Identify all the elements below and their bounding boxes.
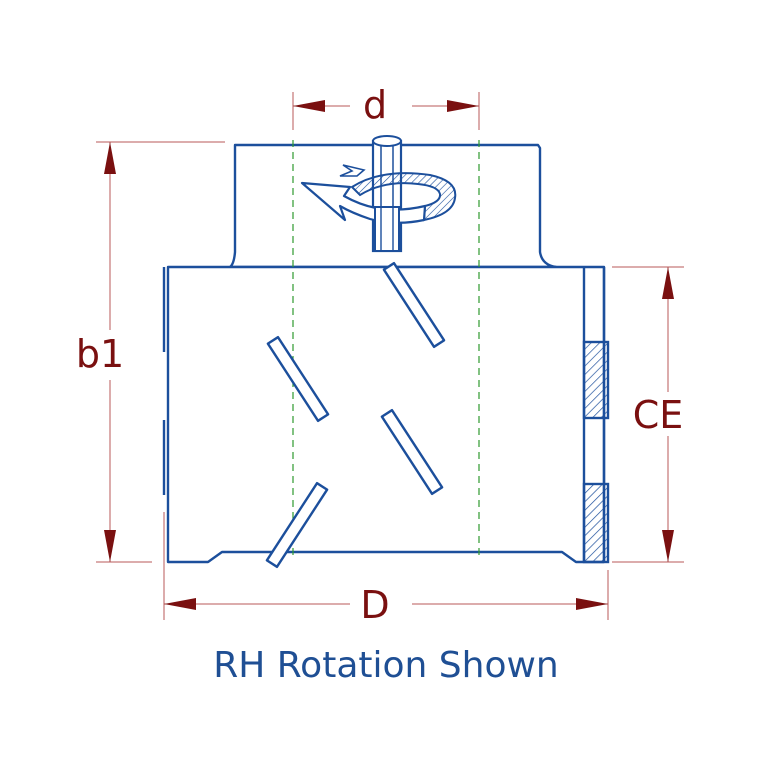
side-insert-upper (582, 340, 610, 420)
caption: RH Rotation Shown (213, 645, 558, 686)
dim-label-b1: b1 (76, 332, 124, 376)
blades (265, 261, 446, 569)
blade (265, 481, 329, 569)
dimension-arrowheads (104, 100, 674, 610)
right-edge-detail (582, 267, 610, 564)
dim-label-d: d (363, 83, 387, 127)
blade (382, 261, 446, 349)
side-insert-lower (582, 482, 610, 564)
dim-label-D: D (360, 583, 389, 627)
dim-label-ce: CE (633, 393, 684, 437)
rotation-arrow-icon (300, 135, 457, 253)
blade (266, 335, 330, 423)
bore-centerlines (292, 140, 480, 555)
blade (380, 408, 444, 496)
